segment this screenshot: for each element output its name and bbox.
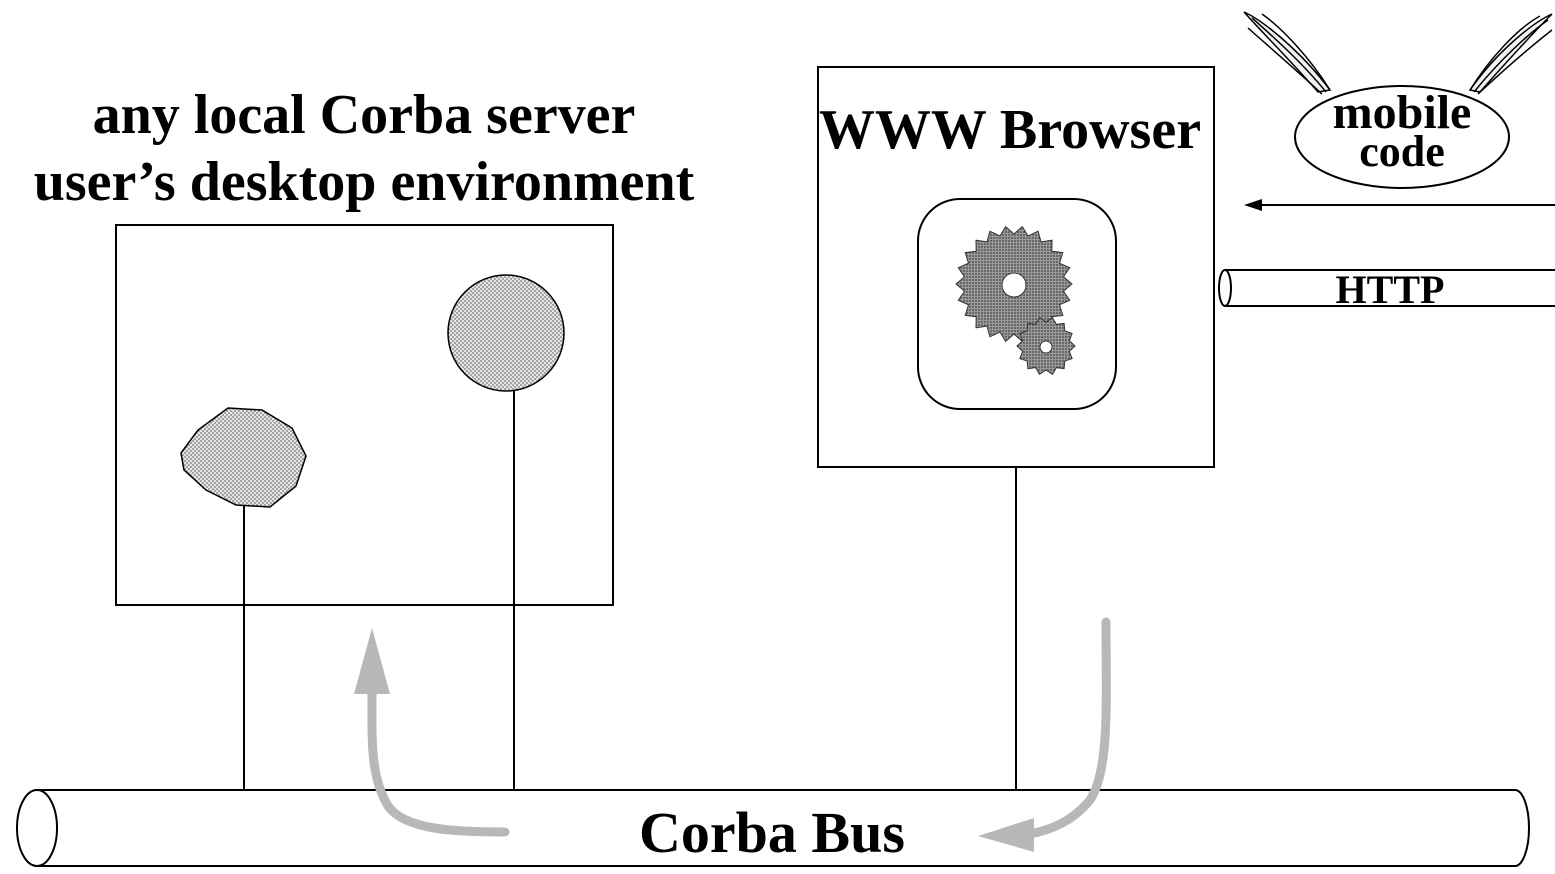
browser-title: WWW Browser [819,99,1201,161]
mobile-code-line2: code [1359,127,1445,176]
http-pipe: HTTP [1218,267,1555,312]
corba-bus-label: Corba Bus [639,800,905,865]
desktop-environment-box [115,224,614,606]
mobile-code-ellipse [1294,85,1510,189]
mobile-code-line1: mobile [1333,86,1472,139]
mobile-code-badge: mobile code [1243,11,1553,189]
gears-icon [955,225,1076,376]
corba-object-circle [447,274,565,392]
applet-container [917,198,1117,410]
flow-arrow-to-bus [978,617,1111,852]
server-title-line1: any local Corba server [93,84,636,146]
server-title-line2: user’s desktop environment [34,151,695,213]
corba-bus-pipe: Corba Bus [16,789,1530,867]
http-label: HTTP [1336,267,1445,312]
flow-arrow-to-desktop [354,628,510,837]
download-arrow [1244,199,1555,211]
left-wing-icon [1243,11,1332,93]
corba-object-blob [180,407,307,508]
